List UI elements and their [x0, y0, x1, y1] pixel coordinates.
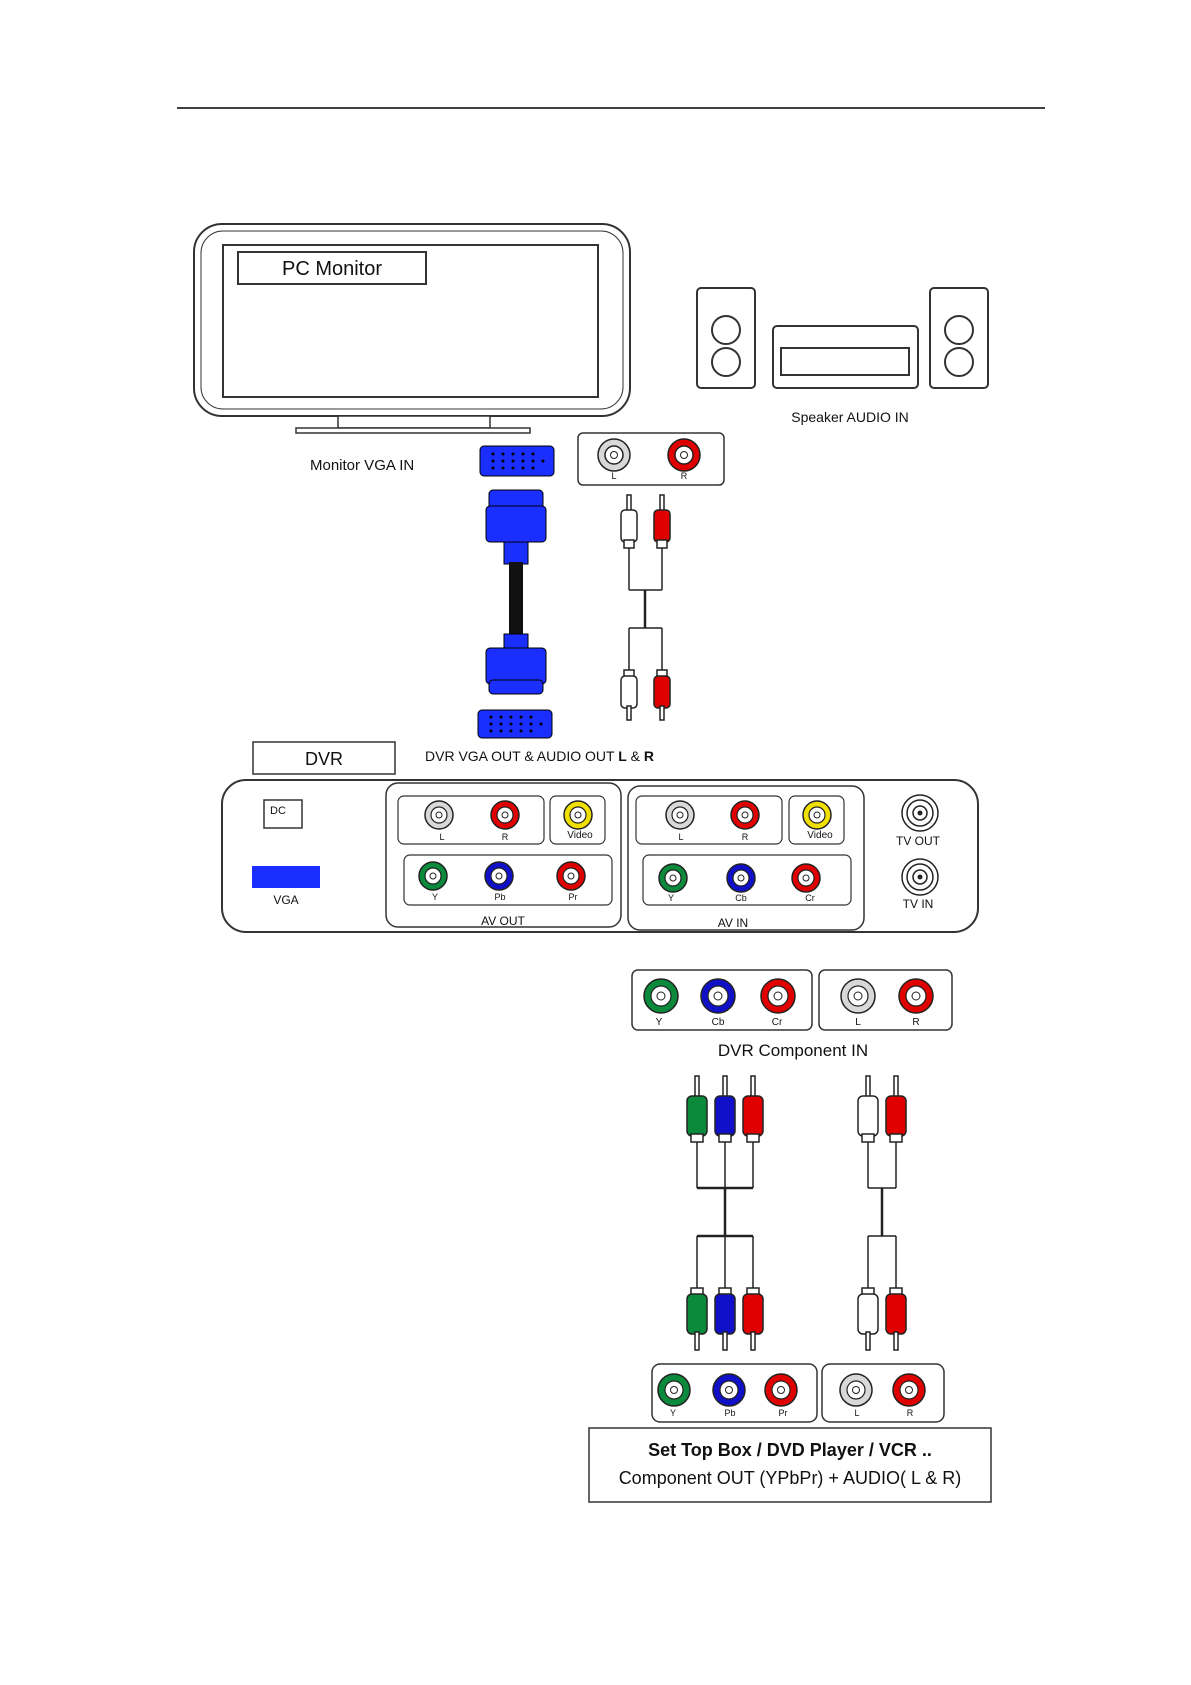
av-out-pr-label: Pr: [569, 892, 578, 902]
dvr-vga-port: [252, 866, 320, 888]
speaker-jack-panel: L R: [578, 433, 724, 485]
source-jack-pr: [765, 1374, 797, 1406]
source-device-subtitle: Component OUT (YPbPr) + AUDIO( L & R): [619, 1468, 962, 1488]
component-in-jack-r: [899, 979, 933, 1013]
av-out-jack-video: [564, 801, 592, 829]
av-in-r-label: R: [742, 832, 749, 842]
speaker-audio-in-label: Speaker AUDIO IN: [791, 409, 909, 425]
av-out-label: AV OUT: [481, 914, 525, 928]
av-in-jack-cr: [792, 864, 820, 892]
av-out-jack-r: [491, 801, 519, 829]
av-in-cb-label: Cb: [735, 893, 747, 903]
av-in-jack-video: [803, 801, 831, 829]
component-in-jack-l: [841, 979, 875, 1013]
dvr-out-caption: DVR VGA OUT & AUDIO OUT L & R: [425, 748, 654, 764]
av-in-l-label: L: [678, 832, 683, 842]
source-output-panel: Y Pb Pr L R: [652, 1364, 944, 1422]
source-jack-y: [658, 1374, 690, 1406]
monitor-vga-port: [480, 446, 554, 476]
dvr-title: DVR: [305, 749, 343, 769]
source-l-label: L: [854, 1408, 859, 1418]
component-video-cable: [687, 1076, 763, 1350]
source-y-label: Y: [670, 1408, 676, 1418]
av-out-jack-pr: [557, 862, 585, 890]
monitor-vga-in-label: Monitor VGA IN: [310, 457, 414, 474]
av-in-jack-l: [666, 801, 694, 829]
source-pb-label: Pb: [724, 1408, 735, 1418]
dvr-vga-label: VGA: [273, 893, 298, 907]
speaker-system: [697, 288, 988, 388]
av-out-jack-l: [425, 801, 453, 829]
dvr-component-in-label: DVR Component IN: [718, 1041, 868, 1060]
component-in-r-label: R: [912, 1017, 919, 1028]
speaker-jack-l: [598, 439, 630, 471]
component-in-cb-label: Cb: [712, 1017, 725, 1028]
tv-out-label: TV OUT: [896, 834, 941, 848]
source-jack-r: [893, 1374, 925, 1406]
av-out-r-label: R: [502, 832, 509, 842]
component-in-l-label: L: [855, 1017, 861, 1028]
component-in-cr-label: Cr: [772, 1017, 783, 1028]
av-in-jack-cb: [727, 864, 755, 892]
component-in-jack-cb: [701, 979, 735, 1013]
tv-in-label: TV IN: [903, 897, 934, 911]
av-out-l-label: L: [439, 832, 444, 842]
av-in-y-label: Y: [668, 893, 674, 903]
av-in-label: AV IN: [718, 916, 748, 930]
av-in-jack-r: [731, 801, 759, 829]
av-out-pb-label: Pb: [494, 892, 505, 902]
component-in-jack-y: [644, 979, 678, 1013]
av-out-jack-y: [419, 862, 447, 890]
av-in-video-label: Video: [807, 830, 833, 841]
source-device-title: Set Top Box / DVD Player / VCR ..: [648, 1440, 932, 1460]
monitor-title: PC Monitor: [282, 258, 382, 280]
dvr-back-panel: DC VGA L R Video Y Pb Pr AV OUT L R Vide…: [222, 780, 978, 932]
av-in-cr-label: Cr: [805, 893, 815, 903]
pc-monitor: PC Monitor: [194, 224, 630, 433]
vga-cable: [486, 490, 546, 694]
av-in-jack-y: [659, 864, 687, 892]
audio-cable-top: [621, 495, 670, 720]
av-out-jack-pb: [485, 862, 513, 890]
av-out-y-label: Y: [432, 892, 438, 902]
source-r-label: R: [907, 1408, 914, 1418]
dvr-vga-out-port: [478, 710, 552, 738]
component-in-y-label: Y: [656, 1017, 663, 1028]
av-out-video-label: Video: [567, 830, 593, 841]
component-in-jack-cr: [761, 979, 795, 1013]
dc-label: DC: [270, 805, 286, 817]
source-jack-l: [840, 1374, 872, 1406]
source-pr-label: Pr: [779, 1408, 788, 1418]
speaker-jack-l-label: L: [611, 471, 616, 481]
speaker-jack-r: [668, 439, 700, 471]
dvr-component-in-panel: Y Cb Cr L R: [632, 970, 952, 1030]
speaker-jack-r-label: R: [681, 471, 688, 481]
tv-out-port: [902, 795, 938, 831]
source-jack-pb: [713, 1374, 745, 1406]
tv-in-port: [902, 859, 938, 895]
audio-cable-bottom: [858, 1076, 906, 1350]
